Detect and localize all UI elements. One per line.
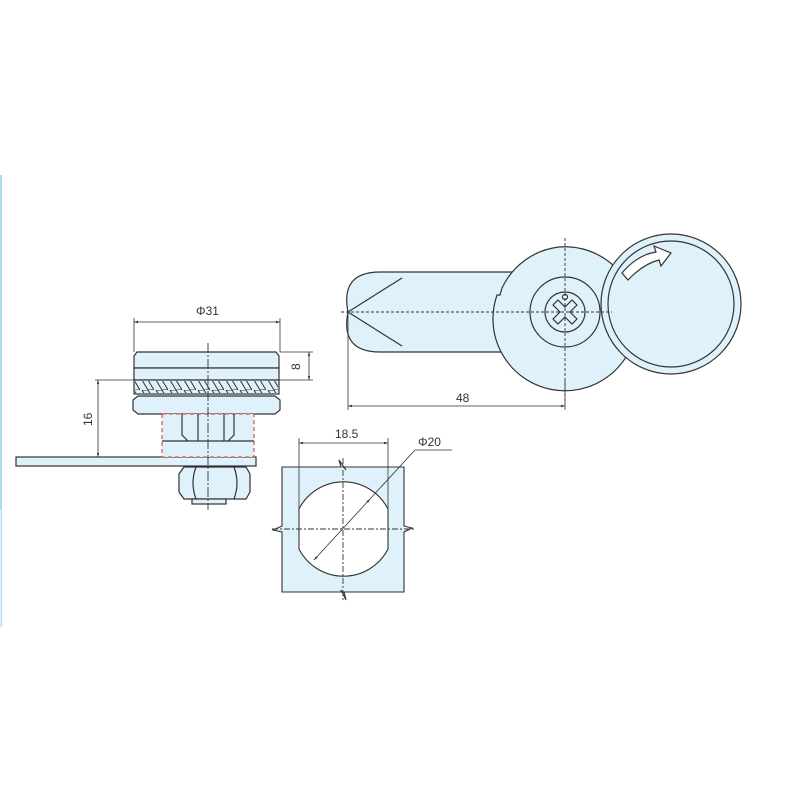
side-view bbox=[15, 343, 281, 510]
cutout-dimensions bbox=[298, 438, 452, 561]
lock-head-cap bbox=[133, 351, 280, 369]
mounting-plate bbox=[15, 456, 257, 467]
cross-key-icon bbox=[552, 299, 578, 325]
side-view-dimensions bbox=[95, 318, 313, 457]
top-view bbox=[341, 233, 742, 404]
panel-cutout-view bbox=[271, 458, 415, 602]
lock-collar bbox=[132, 395, 281, 415]
left-edge-accent-bar-lower bbox=[0, 510, 1, 627]
top-view-dimensions bbox=[347, 312, 566, 410]
lock-head-band bbox=[133, 367, 280, 381]
dim-cutout-diameter: Φ20 bbox=[418, 435, 441, 449]
dim-head-height: 8 bbox=[289, 363, 303, 370]
dim-cam-length: 48 bbox=[456, 391, 470, 405]
dim-head-diameter: Φ31 bbox=[196, 304, 219, 318]
dim-grip-length: 16 bbox=[81, 412, 95, 426]
rotation-arrow-icon bbox=[621, 244, 672, 281]
dim-cutout-width: 18.5 bbox=[335, 427, 359, 441]
left-edge-accent-bar bbox=[0, 175, 2, 627]
hex-nut bbox=[178, 466, 251, 500]
dust-cover-inner bbox=[607, 240, 735, 368]
nut-washer bbox=[191, 498, 227, 505]
